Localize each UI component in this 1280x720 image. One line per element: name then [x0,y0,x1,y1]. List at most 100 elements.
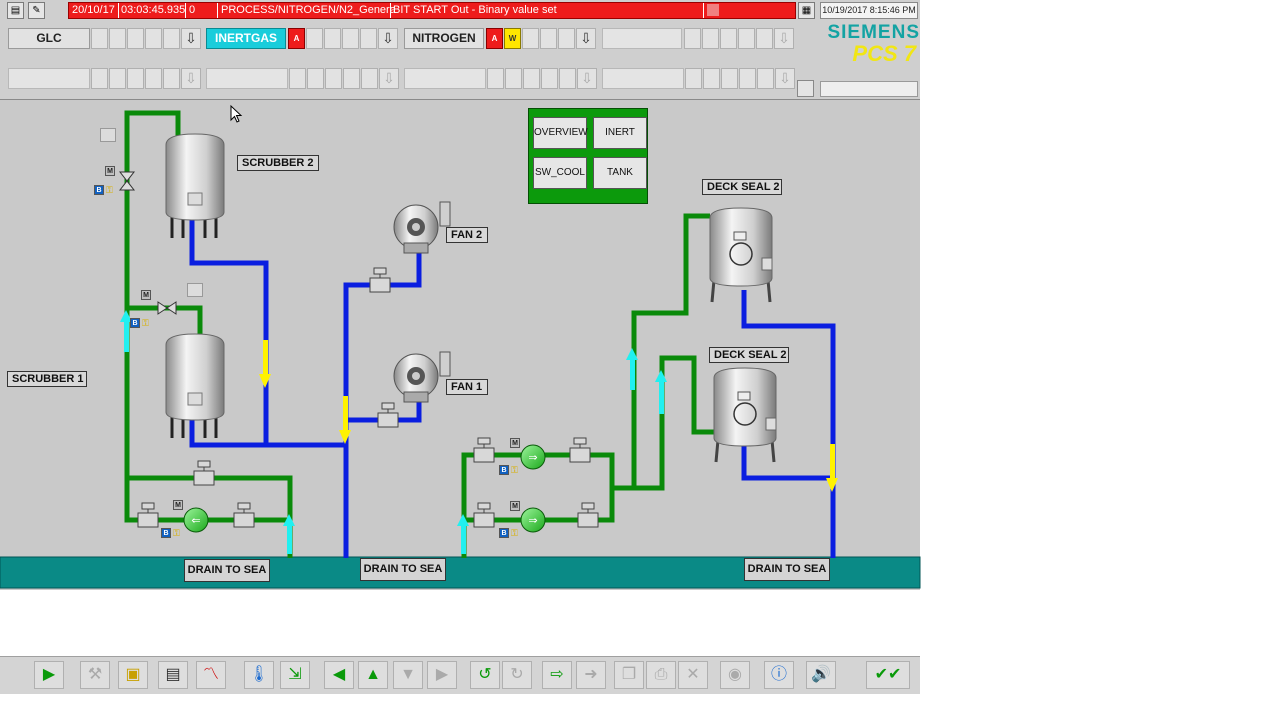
tank-button[interactable]: TANK [593,157,647,189]
area-button-inertgas[interactable]: INERTGAS [206,28,286,49]
down-arrow-icon[interactable]: ⇩ [181,28,201,49]
flow-arrow-yellow [339,396,351,444]
info-icon[interactable]: ⓘ [764,661,794,689]
overview-button[interactable]: OVERVIEW [533,117,588,149]
trend-icon[interactable]: 〽 [196,661,226,689]
arrow-up-icon[interactable]: ▲ [358,661,388,689]
flow-arrow-cyan [457,514,469,554]
svg-text:⇒: ⇒ [528,514,537,527]
down-arrow-icon[interactable]: ⇩ [378,28,398,49]
flow-arrow-cyan [120,310,132,352]
flow-arrows [120,310,838,554]
scrubber-1-label[interactable]: SCRUBBER 1 [7,371,87,387]
acknowledge-icon[interactable]: ✔✔ [866,661,910,689]
area-button-glc[interactable]: GLC [8,28,90,49]
valve-deck-pump1-in [473,437,495,463]
down-arrow-icon[interactable]: ⇩ [181,68,201,89]
pump-deck-2: ⇒ [520,507,546,533]
deck-seal-lower-tank [713,367,777,463]
deck-seal-upper-label[interactable]: DECK SEAL 2 [702,179,782,195]
alarm-indicator-inertgas[interactable]: A [288,28,305,49]
down-arrow-icon[interactable]: ⇩ [379,68,399,89]
down-arrow-icon[interactable]: ⇩ [775,68,795,89]
fan-1-label[interactable]: FAN 1 [446,379,488,395]
down-arrow-icon[interactable]: ⇩ [577,68,597,89]
alarm-list-icon[interactable]: ▦ [798,2,815,19]
manual-indicator: M [105,166,115,176]
area-button-empty[interactable] [602,28,682,49]
arrow-left-icon[interactable]: ◀ [324,661,354,689]
process-diagram: ⇐ ⇒ ⇒ [0,110,921,589]
warning-indicator-nitrogen[interactable]: W [504,28,521,49]
process-picture: ⇐ ⇒ ⇒ SCRUBBER 2 SCRUBBER 1 FAN 2 FAN 1 … [0,100,921,590]
alarm-indicator-nitrogen[interactable]: A [486,28,503,49]
manual-indicator: M [173,500,183,510]
sw-cool-button[interactable]: SW_COOL [533,157,587,189]
flow-arrow-cyan [283,514,295,554]
alarm-line[interactable]: 20/10/17 03:03:45.935 0 PROCESS/NITROGEN… [68,2,796,19]
export-icon[interactable]: ⇲ [280,661,310,689]
drain-to-sea-label: DRAIN TO SEA [184,559,270,582]
area-button-empty[interactable] [404,68,486,89]
navigation-panel: OVERVIEW INERT SW_COOL TANK [528,108,648,204]
manual-indicator: M [141,290,151,300]
valve-fan2 [369,267,391,293]
flow-arrow-yellow [826,444,838,492]
scrubber-2-label[interactable]: SCRUBBER 2 [237,155,319,171]
forward-icon[interactable]: ➜ [576,661,606,689]
alarm-tag: PROCESS/NITROGEN/N2_Genera [221,4,396,16]
key-icon: ⚿ [142,318,149,328]
manual-indicator: M [510,501,520,511]
status-box[interactable] [187,283,203,297]
fan-1-blower [393,351,451,403]
edit-icon[interactable]: ✎ [28,2,45,19]
scrubber-1-tank [165,333,225,438]
transfer-icon[interactable]: ⇨ [542,661,572,689]
keyset-icon[interactable] [797,80,814,97]
audio-icon[interactable]: 🔊 [806,661,836,689]
thermometer-icon[interactable]: 🌡 [244,661,274,689]
valve-fan1 [377,402,399,428]
manual-indicator: M [510,438,520,448]
redo-icon[interactable]: ↻ [502,661,532,689]
status-box[interactable] [100,128,116,142]
pump-deck-1: ⇒ [520,444,546,470]
butterfly-valve-upper [118,171,136,191]
siemens-logo: SIEMENS [827,22,920,43]
down-arrow-icon[interactable]: ⇩ [774,28,794,49]
area-button-empty[interactable] [206,68,288,89]
user-field[interactable] [820,81,918,97]
down-arrow-icon[interactable]: ⇩ [576,28,596,49]
run-icon[interactable]: ▶ [34,661,64,689]
area-button-empty[interactable] [602,68,684,89]
bit-indicator: B [499,465,509,475]
fan-2-label[interactable]: FAN 2 [446,227,488,243]
arrow-down-icon[interactable]: ▼ [393,661,423,689]
copy-icon[interactable]: ❐ [614,661,644,689]
tools-icon[interactable]: ⚒ [80,661,110,689]
bit-indicator: B [130,318,140,328]
scrubber-2-tank [165,133,225,238]
key-icon: ⚿ [511,465,518,475]
header-bar: ▤ ✎ 20/10/17 03:03:45.935 0 PROCESS/NITR… [0,0,920,100]
area-button-empty[interactable] [8,68,90,89]
deck-seal-lower-label[interactable]: DECK SEAL 2 [709,347,789,363]
print-icon[interactable]: ⎙ [646,661,676,689]
refresh-icon[interactable]: ↺ [470,661,500,689]
alarm-message: BIT START Out - Binary value set [393,4,557,16]
bit-indicator: B [161,528,171,538]
area-button-nitrogen[interactable]: NITROGEN [404,28,484,49]
delete-icon[interactable]: ✕ [678,661,708,689]
arrow-right-icon[interactable]: ▶ [427,661,457,689]
folder-icon[interactable]: ▣ [118,661,148,689]
drain-to-sea-label: DRAIN TO SEA [360,558,446,581]
inert-button[interactable]: INERT [593,117,647,149]
butterfly-valve-lower [157,301,177,315]
window-icon[interactable]: ▤ [7,2,24,19]
preview-icon[interactable]: ◉ [720,661,750,689]
report-icon[interactable]: ▤ [158,661,188,689]
bit-indicator: B [499,528,509,538]
flow-arrow-yellow [259,340,271,388]
flow-arrow-cyan [626,348,638,390]
